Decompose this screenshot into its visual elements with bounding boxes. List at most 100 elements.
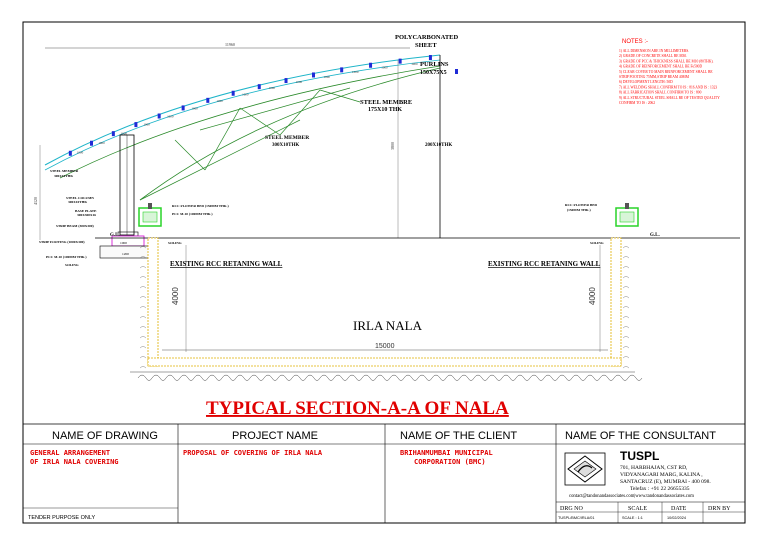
rise-dim: 3800 (390, 142, 395, 150)
purlin-legend-icon (455, 69, 458, 74)
consultant-address-1: 701, HARBHAJAN, CST RD, (620, 465, 688, 471)
consultant-phone: Telefax : +91 22 26655335 (630, 485, 690, 492)
soil-mark (571, 374, 587, 381)
drg-no-label: DRG NO (560, 506, 584, 512)
callout-flower-bed-right-1: RCC FLOWER BED (565, 203, 598, 207)
flower-bed-right (615, 203, 639, 227)
soil-mark (557, 374, 573, 381)
title-block: NAME OF DRAWING PROJECT NAME NAME OF THE… (23, 423, 745, 523)
purlin-12 (369, 62, 373, 68)
callout-base-plate-2: 300X300X16 (77, 213, 96, 217)
purlin-spacing-8: 1000 (269, 86, 276, 90)
soil-mark (622, 276, 630, 279)
soil-mark (139, 346, 147, 349)
soil-mark (139, 286, 147, 289)
purlin-7 (231, 90, 235, 96)
nala-channel: 15000 4000 4000 EXISTING RCC RETANING WA… (147, 237, 622, 367)
span-dim: 15000 (375, 343, 395, 350)
wall-label-right: EXISTING RCC RETANING WALL (488, 260, 601, 268)
purlin-spacing-2: 1000 (121, 132, 128, 136)
soil-mark (139, 366, 147, 369)
purlin-spacing-6: 1000 (216, 99, 223, 103)
purlin-10 (312, 72, 316, 78)
soil-mark (139, 266, 147, 269)
soil-mark (403, 374, 419, 381)
soil-mark (622, 266, 630, 269)
roof-sheet-line-2 (44, 59, 441, 171)
soil-mark (139, 336, 147, 339)
purlin-13 (398, 58, 402, 64)
soil-mark (622, 286, 630, 289)
left-col-dim: 4120 (33, 197, 38, 205)
sheet-border (22, 21, 746, 524)
drawing-name-line-2: OF IRLA NALA COVERING (30, 458, 119, 466)
soil-mark (277, 374, 293, 381)
scale-label: SCALE (628, 506, 647, 512)
client-name-line-1: BRIHANMUMBAI MUNICIPAL (400, 449, 493, 457)
soil-mark (347, 374, 363, 381)
nala-bed-slab (147, 357, 622, 367)
consultant-logo (564, 452, 606, 486)
nala-label: IRLA NALA (353, 318, 423, 333)
note-line-0: 1) ALL DIMENSION ARE IN MILLIMETERS. (619, 49, 689, 53)
date-value: 10/02/2024 (667, 516, 686, 520)
purlin-2 (111, 131, 115, 137)
purlin-0 (68, 150, 72, 156)
purlin-spacing-13: 1000 (411, 62, 418, 66)
purlin-4 (157, 113, 161, 119)
callout-purlins-1: PURLINS (420, 61, 449, 68)
gl-right: G.L. (650, 233, 660, 238)
soil-mark (139, 326, 147, 329)
callout-polycarbonate-1: POLYCARBONATED (395, 34, 459, 41)
purlin-6 (206, 97, 210, 103)
header-consultant-name: NAME OF THE CONSULTANT (565, 430, 716, 442)
callout-strip-beam: STRIP BEAM (300X300) (56, 224, 95, 228)
right-retaining-wall (610, 237, 622, 367)
date-label: DATE (671, 506, 687, 512)
depth-dim-left: 4000 (171, 287, 180, 305)
consultant-address-3: SANTACRUZ (E), MUMBAI - 400 098. (620, 478, 711, 485)
callout-steel-member-mid-1: STEEL MEMBER (265, 135, 310, 141)
soil-mark (622, 326, 630, 329)
soil-mark (319, 374, 335, 381)
soil-mark (431, 374, 447, 381)
callout-left-member-2: 300X10THK (54, 174, 73, 178)
soil-mark (627, 374, 643, 381)
project-name-value: PROPOSAL OF COVERING OF IRLA NALA (183, 449, 323, 457)
depth-dim-right: 4000 (588, 287, 597, 305)
header-drawing-name: NAME OF DRAWING (52, 430, 158, 442)
purlin-spacing-3: 1000 (143, 123, 150, 127)
callout-pcc-mid: PCC M-10 (100MM THK.) (172, 212, 213, 216)
gl-left: G.L. (110, 233, 120, 238)
purlin-9 (284, 78, 288, 84)
purlin-spacing-4: 1000 (167, 114, 174, 118)
soil-mark (622, 306, 630, 309)
callout-soling-left: SOLING (65, 263, 79, 267)
purlin-14 (428, 55, 432, 61)
soil-mark (139, 306, 147, 309)
soil-mark (529, 374, 545, 381)
soil-mark (622, 256, 630, 259)
soil-mark (622, 336, 630, 339)
purlin-dims: 1000100010001000100010001000100010001000… (77, 62, 418, 155)
note-line-5: STRIP FOOTING 75MM,STRIP BEAM 40MM (619, 75, 690, 80)
callout-polycarbonate-2: SHEET (415, 42, 437, 49)
soil-mark (165, 374, 181, 381)
header-client-name: NAME OF THE CLIENT (400, 430, 517, 442)
callout-soling-mid: SOLING (168, 241, 182, 245)
purlin-spacing-0: 1000 (77, 151, 84, 155)
soil-mark (459, 374, 475, 381)
purlin-spacing-1: 1000 (98, 141, 105, 145)
soil-mark (622, 356, 630, 359)
soil-mark (515, 374, 531, 381)
roof-sheet-line (44, 54, 441, 166)
soil-mark (585, 374, 601, 381)
purlin-11 (340, 67, 344, 73)
purlin-5 (181, 105, 185, 111)
soil-mark (487, 374, 503, 381)
purlin-spacing-11: 1000 (352, 70, 359, 74)
soil-mark (291, 374, 307, 381)
soil-mark (137, 374, 153, 381)
top-span-dim: 11960 (225, 42, 235, 47)
